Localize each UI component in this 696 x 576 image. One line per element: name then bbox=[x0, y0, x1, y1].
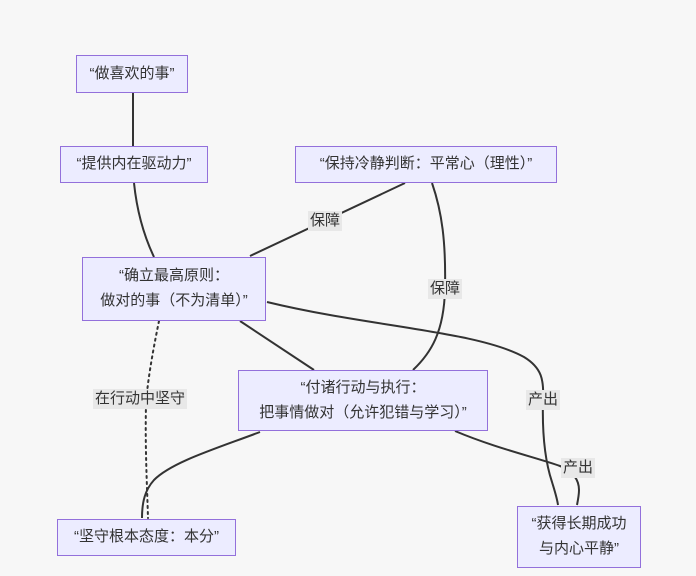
edge-label-uphold-in-action: 在行动中坚守 bbox=[92, 389, 188, 409]
edge-calm-to-action bbox=[412, 182, 447, 371]
edge-label-safeguard-1: 保障 bbox=[307, 211, 343, 231]
node-label: 把事情做对（允许犯错与学习）” bbox=[259, 403, 467, 421]
node-label: “做喜欢的事” bbox=[89, 64, 175, 82]
edge-action-to-attitude bbox=[141, 431, 261, 519]
node-long-term-success: “获得长期成功 与内心平静” bbox=[517, 506, 641, 568]
edge-label-safeguard-2: 保障 bbox=[427, 279, 463, 299]
node-do-what-you-love: “做喜欢的事” bbox=[76, 55, 188, 93]
node-calm-judgment: “保持冷静判断：平常心（理性）” bbox=[295, 146, 557, 183]
edge-principle-to-success bbox=[266, 301, 559, 506]
node-action-execution: “付诸行动与执行： 把事情做对（允许犯错与学习）” bbox=[238, 370, 488, 431]
node-label: “保持冷静判断：平常心（理性）” bbox=[319, 155, 533, 173]
node-label: “提供内在驱动力” bbox=[76, 155, 192, 173]
edge-drive-to-principle bbox=[133, 182, 155, 258]
edge-label-output-1: 产出 bbox=[525, 390, 561, 410]
node-label: “确立最高原则： bbox=[119, 267, 229, 285]
node-inner-drive: “提供内在驱动力” bbox=[60, 146, 208, 183]
edge-label-output-2: 产出 bbox=[560, 458, 596, 478]
node-highest-principle: “确立最高原则： 做对的事（不为清单）” bbox=[82, 257, 266, 321]
node-fundamental-attitude: “坚守根本态度：本分” bbox=[57, 519, 236, 556]
node-label: “坚守根本态度：本分” bbox=[74, 528, 219, 546]
node-label: “付诸行动与执行： bbox=[300, 378, 426, 396]
node-label: “获得长期成功 bbox=[531, 515, 627, 533]
edge-principle-to-action bbox=[239, 320, 315, 371]
node-label: 做对的事（不为清单）” bbox=[100, 292, 248, 309]
node-label: 与内心平静” bbox=[539, 540, 619, 557]
